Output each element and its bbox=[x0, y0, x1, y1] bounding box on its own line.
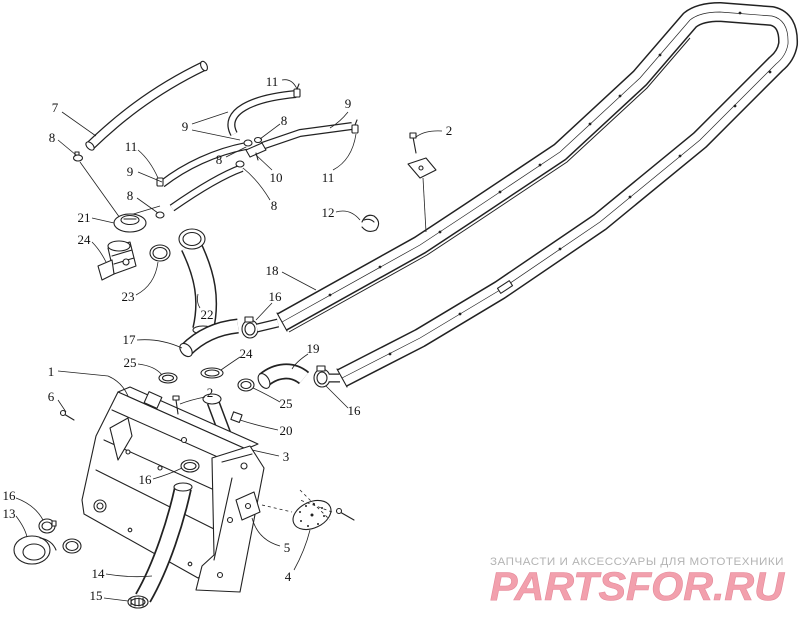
callout-part-11: 11 bbox=[266, 74, 279, 89]
callout-part-24: 24 bbox=[240, 346, 254, 361]
rail-end-right bbox=[336, 368, 348, 388]
elbow-hose-13 bbox=[13, 535, 57, 565]
callout-part-9: 9 bbox=[345, 96, 352, 111]
rail-bracket bbox=[496, 280, 514, 294]
clamp-25-right bbox=[237, 378, 255, 392]
hose-14 bbox=[135, 482, 193, 603]
hose-9-lower bbox=[169, 164, 244, 212]
hose-9-upper bbox=[227, 90, 297, 136]
callout-part-8: 8 bbox=[281, 113, 288, 128]
callout-part-2: 2 bbox=[207, 385, 214, 400]
callout-part-1: 1 bbox=[48, 364, 55, 379]
callout-part-6: 6 bbox=[48, 389, 55, 404]
callout-part-12: 12 bbox=[322, 205, 335, 220]
callout-part-11: 11 bbox=[322, 170, 335, 185]
bolt-6 bbox=[59, 409, 75, 421]
hose-7 bbox=[85, 60, 208, 151]
callout-part-8: 8 bbox=[216, 152, 223, 167]
callout-part-20: 20 bbox=[280, 423, 293, 438]
callout-part-7: 7 bbox=[52, 100, 59, 115]
callout-part-23: 23 bbox=[122, 289, 135, 304]
callout-part-10: 10 bbox=[270, 170, 283, 185]
callout-part-15: 15 bbox=[90, 588, 103, 603]
clamp-lower-left bbox=[62, 538, 82, 554]
clamp-16-lower bbox=[180, 459, 200, 473]
connector-10 bbox=[245, 142, 267, 161]
clamp-15 bbox=[127, 595, 149, 609]
callout-part-16: 16 bbox=[269, 289, 283, 304]
callout-part-24: 24 bbox=[78, 232, 92, 247]
hose-19 bbox=[257, 363, 310, 389]
clamps-8-small bbox=[155, 136, 263, 219]
rail-rivets bbox=[328, 11, 772, 356]
clamp-8 bbox=[72, 151, 84, 162]
callout-part-3: 3 bbox=[283, 449, 290, 464]
ring-23 bbox=[149, 244, 171, 262]
ring-24-lower bbox=[200, 367, 224, 379]
callout-part-16: 16 bbox=[348, 403, 362, 418]
callout-part-4: 4 bbox=[285, 569, 292, 584]
connector-pipe-rail bbox=[255, 318, 280, 333]
rail-flange bbox=[288, 37, 691, 333]
clamp-16-far-left bbox=[38, 518, 57, 534]
callout-part-2: 2 bbox=[446, 123, 453, 138]
bracket-3 bbox=[195, 445, 265, 593]
callout-part-5: 5 bbox=[284, 540, 291, 555]
rail-end-left bbox=[276, 312, 288, 332]
bolt-2-lower bbox=[172, 395, 180, 415]
clamps-11 bbox=[156, 83, 359, 187]
heat-exchanger-rail bbox=[276, 2, 799, 388]
bracket-5 bbox=[235, 491, 261, 521]
callout-part-25: 25 bbox=[280, 396, 293, 411]
callout-part-17: 17 bbox=[123, 332, 137, 347]
callout-part-8: 8 bbox=[49, 130, 56, 145]
callout-part-22: 22 bbox=[201, 307, 214, 322]
clamp-16-right bbox=[313, 365, 331, 388]
watermark-logo: PARTSFOR.RU bbox=[490, 565, 785, 609]
hose-9-right bbox=[260, 122, 353, 150]
callout-part-18: 18 bbox=[266, 263, 279, 278]
hose-17 bbox=[179, 318, 239, 358]
clamp-16-upper bbox=[241, 316, 259, 339]
plate-4 bbox=[261, 489, 355, 531]
callout-part-8: 8 bbox=[127, 188, 134, 203]
callout-part-9: 9 bbox=[127, 164, 134, 179]
ring-25-left bbox=[158, 372, 178, 384]
callout-part-14: 14 bbox=[92, 566, 106, 581]
callouts: 7 8 11 9 9 8 11 8 2 9 10 11 8 8 12 21 24… bbox=[3, 74, 453, 603]
filler-neck-24 bbox=[97, 240, 137, 281]
callout-part-8: 8 bbox=[271, 198, 278, 213]
callout-part-16: 16 bbox=[139, 472, 153, 487]
callout-part-9: 9 bbox=[182, 119, 189, 134]
heat-exchanger-1 bbox=[81, 386, 259, 579]
hose-9-middle bbox=[159, 142, 247, 188]
callout-part-19: 19 bbox=[307, 341, 320, 356]
callout-part-25: 25 bbox=[124, 355, 137, 370]
clamp-12 bbox=[361, 214, 380, 233]
callout-part-16: 16 bbox=[3, 488, 17, 503]
callout-part-11: 11 bbox=[125, 139, 138, 154]
callout-part-21: 21 bbox=[78, 210, 91, 225]
watermark: ЗАПЧАСТИ И АКСЕССУАРЫ ДЛЯ МОТОТЕХНИКИ PA… bbox=[490, 556, 786, 609]
bolt-2-upper bbox=[407, 132, 437, 233]
leader-lines bbox=[15, 79, 443, 602]
cap-21 bbox=[113, 213, 147, 233]
callout-part-13: 13 bbox=[3, 506, 16, 521]
watermark-tagline: ЗАПЧАСТИ И АКСЕССУАРЫ ДЛЯ МОТОТЕХНИКИ bbox=[490, 556, 784, 568]
